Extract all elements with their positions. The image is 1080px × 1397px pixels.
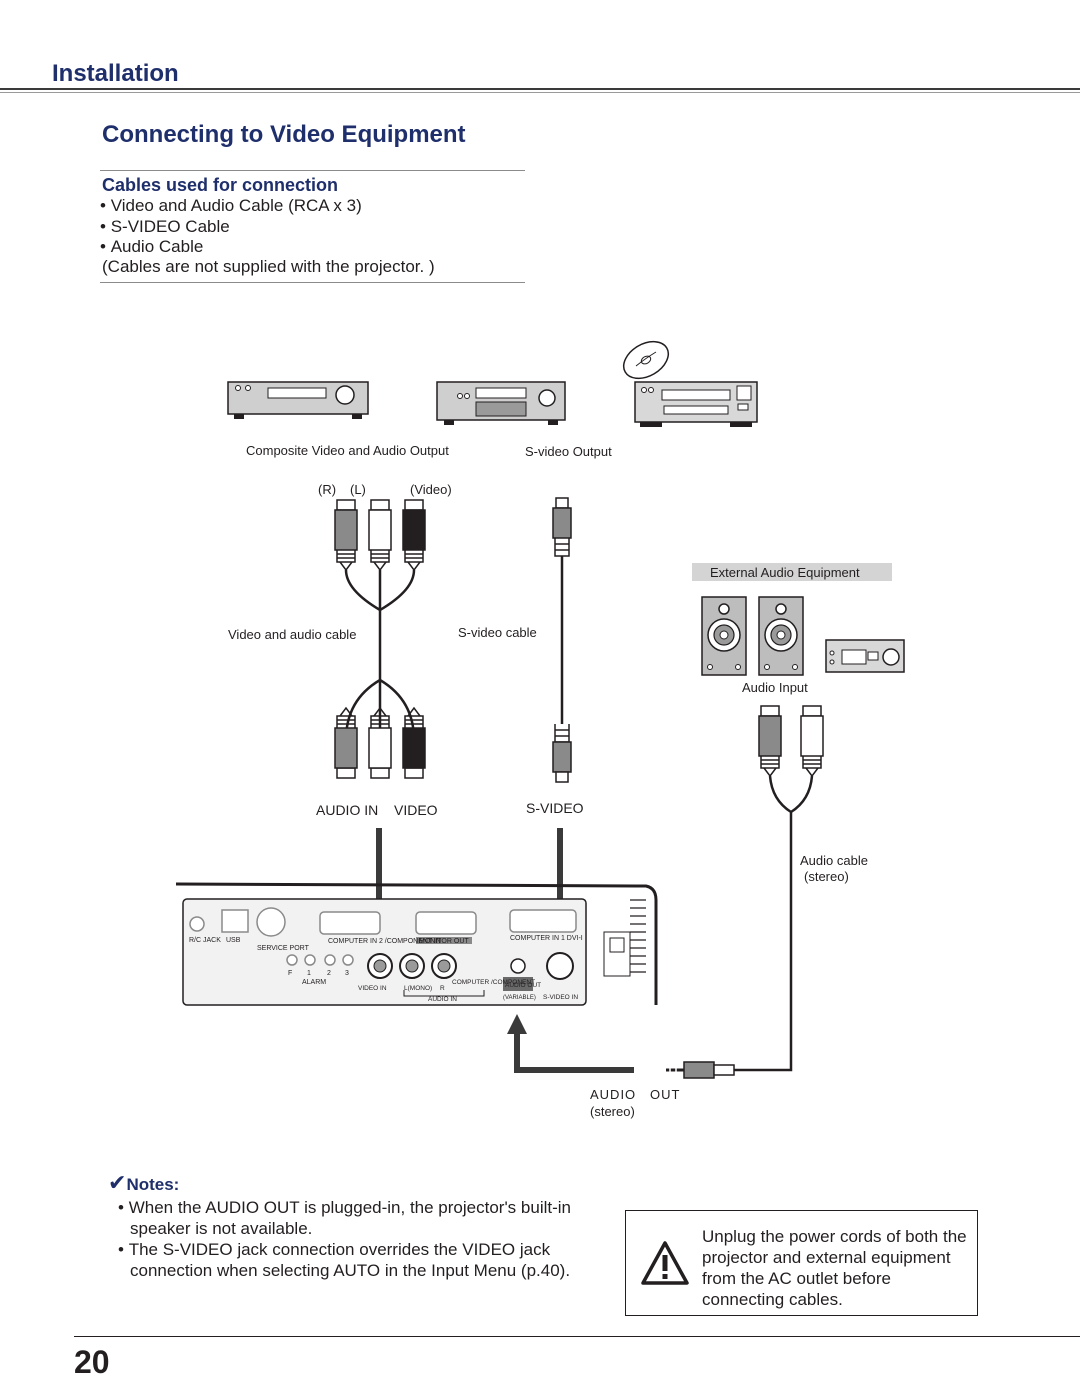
stereo-miniplug-icon — [666, 1061, 735, 1079]
warning-text: Unplug the power cords of both the proje… — [702, 1227, 967, 1309]
svideo-player-icon — [436, 381, 566, 425]
panel-variable-label: (VARIABLE) — [503, 995, 536, 1001]
panel-2-label: 2 — [327, 970, 331, 977]
notes-title: Notes: — [126, 1175, 180, 1194]
rca-plug-icon — [402, 499, 426, 571]
cables-box-top-rule — [100, 170, 525, 171]
cable-note: (Cables are not supplied with the projec… — [102, 257, 435, 276]
notes-heading: ✔Notes: — [108, 1170, 179, 1196]
header-rule-thin — [0, 92, 1080, 93]
panel-rc-jack-label: R/C JACK — [189, 937, 221, 944]
checkmark-icon: ✔ — [108, 1170, 127, 1195]
section-title: Installation — [52, 60, 179, 87]
vcr-device-icon — [227, 381, 369, 419]
note-item: When the AUDIO OUT is plugged-in, the pr… — [118, 1197, 588, 1239]
cable-item: Video and Audio Cable (RCA x 3) — [100, 196, 362, 217]
warning-icon — [641, 1241, 689, 1285]
external-audio-label: External Audio Equipment — [710, 565, 860, 580]
panel-l-mono-label: L(MONO) — [404, 985, 432, 992]
panel-computer-component-label: COMPUTER /COMPONENT — [452, 979, 535, 986]
plug-video-label: (Video) — [410, 482, 452, 497]
plug-r-label: (R) — [318, 482, 336, 497]
rca-plug-icon — [368, 499, 392, 571]
panel-video-in-label: VIDEO IN — [358, 985, 387, 992]
projector-panel: R/C JACK USB SERVICE PORT COMPUTER IN 2 … — [175, 882, 658, 1006]
svideo-cable-label: S-video cable — [458, 625, 537, 640]
rca-plug-icon — [800, 705, 824, 777]
note-item: The S-VIDEO jack connection overrides th… — [118, 1239, 588, 1281]
audio-out-label: AUDIO OUT — [590, 1087, 680, 1102]
rca-plug-icon — [334, 499, 358, 571]
header-rule — [0, 88, 1080, 90]
cables-title: Cables used for connection — [102, 175, 339, 195]
audio-cable-label: Audio cable — [800, 853, 868, 868]
audio-cable-stereo-label: (stereo) — [804, 869, 849, 884]
panel-monitor-out-label: MONITOR OUT — [419, 938, 469, 945]
panel-3-label: 3 — [345, 970, 349, 977]
composite-output-label: Composite Video and Audio Output — [246, 443, 449, 458]
rca-plug-icon — [334, 707, 358, 779]
cables-box-bottom-rule — [100, 282, 525, 283]
page-heading: Connecting to Video Equipment — [102, 121, 466, 148]
dvd-player-icon — [634, 381, 758, 427]
svideo-plug-icon — [552, 724, 572, 783]
notes-list: When the AUDIO OUT is plugged-in, the pr… — [118, 1197, 588, 1281]
disc-icon — [622, 340, 670, 380]
audio-out-stereo-label: (stereo) — [590, 1104, 635, 1119]
cable-list: Video and Audio Cable (RCA x 3) S-VIDEO … — [100, 196, 362, 258]
rca-plug-icon — [758, 705, 782, 777]
panel-r-label: R — [440, 985, 445, 992]
panel-computer-in-2-label: COMPUTER IN 2 /COMPONENT IN — [328, 938, 441, 945]
audio-input-label: Audio Input — [742, 680, 808, 695]
panel-computer-in-1-label: COMPUTER IN 1 DVI-I — [510, 935, 583, 942]
plug-l-label: (L) — [350, 482, 366, 497]
connection-diagram: Composite Video and Audio Output S-video… — [175, 340, 905, 1119]
panel-alarm-label: ALARM — [302, 979, 326, 986]
speaker-icon — [701, 596, 747, 676]
panel-usb-label: USB — [226, 937, 241, 944]
panel-1-label: 1 — [307, 970, 311, 977]
arrow-up-icon — [507, 1014, 634, 1073]
svideo-label: S-VIDEO — [526, 800, 584, 816]
warning-box — [625, 1210, 978, 1316]
panel-service-port-label: SERVICE PORT — [257, 945, 310, 952]
rca-plug-icon — [402, 707, 426, 779]
amplifier-icon — [825, 639, 905, 673]
speaker-icon — [758, 596, 804, 676]
external-audio-label-bg — [692, 563, 892, 581]
panel-svideo-in-label: S-VIDEO IN — [543, 994, 578, 1001]
audio-in-label: AUDIO IN — [316, 802, 378, 818]
page-number: 20 — [74, 1344, 110, 1380]
panel-f-label: F — [288, 970, 292, 977]
video-audio-cable-label: Video and audio cable — [228, 627, 356, 642]
svideo-output-label: S-video Output — [525, 444, 612, 459]
svideo-plug-icon — [552, 497, 572, 557]
panel-audio-out-label: AUDIO OUT — [505, 982, 541, 989]
panel-audio-in-label: AUDIO IN — [428, 996, 457, 1003]
cable-item: S-VIDEO Cable — [100, 217, 362, 238]
video-label: VIDEO — [394, 802, 438, 818]
audio-cable-line — [734, 775, 814, 1072]
footer-rule — [74, 1336, 1080, 1337]
video-audio-cable-line — [344, 569, 416, 741]
cable-item: Audio Cable — [100, 237, 362, 258]
